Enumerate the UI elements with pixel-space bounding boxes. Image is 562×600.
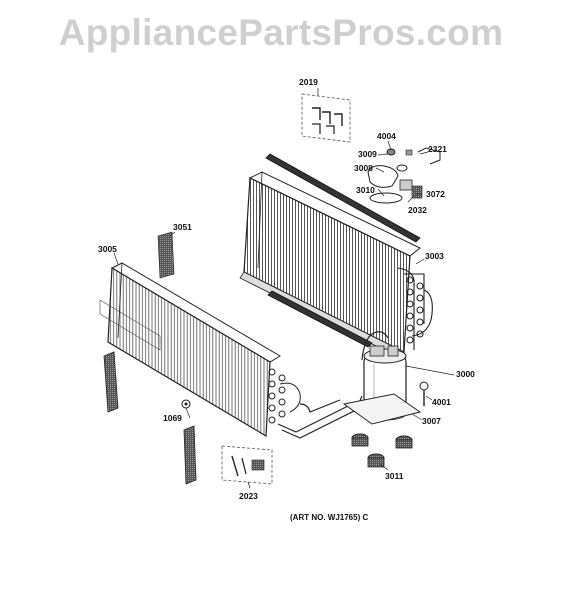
evaporator-header-tubes	[268, 368, 301, 424]
front-foam-seal	[183, 425, 197, 485]
art-number-caption: (ART NO. WJ1765) C	[290, 513, 369, 522]
fastener-kit-box	[221, 445, 273, 485]
drain-fitting	[181, 399, 191, 409]
bottom-seal-strip	[267, 290, 373, 348]
part-label-3005: 3005	[98, 244, 117, 254]
evaporator-coil	[99, 262, 281, 438]
part-label-3007: 3007	[422, 416, 441, 426]
part-label-3000: 3000	[456, 369, 475, 379]
part-label-3008: 3008	[354, 163, 373, 173]
clip-set-box	[301, 93, 351, 143]
part-label-3072: 3072	[426, 189, 445, 199]
part-label-3003: 3003	[425, 251, 444, 261]
part-label-3051: 3051	[173, 222, 192, 232]
part-label-3009: 3009	[358, 149, 377, 159]
top-seal-strip	[265, 153, 421, 243]
mounting-grommets	[351, 433, 413, 468]
overload-protector-assembly	[367, 147, 441, 204]
left-foam-seal	[103, 351, 119, 413]
part-label-2019: 2019	[299, 77, 318, 87]
side-insulation-panel	[157, 231, 175, 279]
condenser-coil	[239, 171, 421, 359]
leader-lines	[113, 88, 455, 489]
part-label-2032: 2032	[408, 205, 427, 215]
part-label-1069: 1069	[163, 413, 182, 423]
part-label-4004: 4004	[377, 131, 396, 141]
part-label-4001: 4001	[432, 397, 451, 407]
part-label-2321: 2321	[428, 144, 447, 154]
part-label-3011: 3011	[385, 471, 404, 481]
compressor-base	[342, 393, 422, 425]
compressor-bolt	[419, 381, 429, 406]
part-label-3010: 3010	[356, 185, 375, 195]
part-label-2023: 2023	[239, 491, 258, 501]
watermark-text: AppliancePartsPros.com	[58, 12, 504, 53]
